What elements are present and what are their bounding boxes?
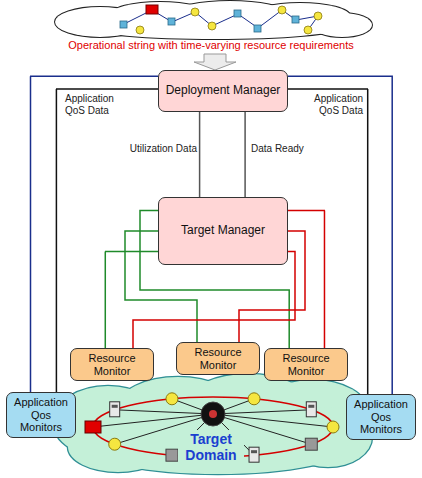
operational-string-links (152, 10, 318, 30)
host-square (85, 421, 101, 433)
component-circles (191, 8, 199, 16)
cloud-fill (53, 374, 372, 474)
monitor-box: Resource Monitor (264, 348, 348, 381)
connector (199, 112, 201, 197)
host-circle (248, 393, 260, 405)
cloud-outline (53, 374, 372, 474)
qos-monitor-box: Application Qos Monitors (346, 394, 416, 440)
host-square (166, 449, 178, 461)
box-label: Resource Monitor (269, 352, 343, 377)
cloud-lobe (68, 422, 168, 472)
server-icon (112, 405, 118, 408)
component-circles (136, 6, 322, 34)
domain-title: Target Domain (178, 430, 244, 464)
host-circle (327, 421, 339, 433)
cloud-fill (90, 17, 340, 39)
manager-box: Target Manager (158, 197, 288, 265)
cloud-fill (55, 1, 372, 39)
manager-box: Deployment Manager (158, 70, 288, 112)
server-icon (306, 402, 316, 417)
component-circles (304, 26, 312, 34)
connector (244, 112, 246, 197)
network-spoke (213, 410, 311, 414)
monitor-box: Resource Monitor (70, 348, 154, 381)
component-squares (254, 25, 261, 32)
top-cloud (55, 1, 372, 39)
connector (133, 251, 295, 348)
server-icon (308, 405, 314, 408)
cloud-lobe (68, 422, 168, 472)
network-hub (209, 410, 217, 418)
component-circles (136, 26, 144, 34)
connector-label: Application QoS Data (298, 93, 364, 116)
server-icon (110, 402, 120, 417)
component-circles (208, 22, 216, 30)
component-squares (292, 16, 299, 23)
network-spoke (115, 410, 213, 414)
component-squares (168, 18, 175, 25)
connector-label: Data Ready (250, 143, 332, 155)
down-arrow (194, 54, 236, 70)
start-component (146, 5, 158, 14)
component-squares (234, 10, 241, 17)
server-icon (251, 450, 257, 453)
box-label: Application Qos Monitors (351, 398, 411, 436)
box-label: Application Qos Monitors (11, 396, 71, 434)
server-icon (249, 447, 259, 462)
network-hub (201, 402, 225, 426)
qos-monitor-box: Application Qos Monitors (6, 392, 76, 438)
connector-label: Utilization Data (110, 143, 198, 155)
box-label: Resource Monitor (75, 352, 149, 377)
connector (30, 76, 158, 392)
connector-label: Application QoS Data (64, 93, 130, 116)
host-square (305, 438, 317, 450)
host-circle (166, 393, 178, 405)
connector (56, 89, 158, 392)
cloud-outline (90, 17, 340, 39)
monitor-box: Resource Monitor (176, 342, 260, 375)
component-circles (314, 12, 322, 20)
connector (288, 76, 392, 394)
box-label: Target Manager (181, 224, 265, 238)
box-label: Resource Monitor (181, 346, 255, 371)
component-squares (120, 21, 127, 28)
caption-note: Operational string with time-varying res… (0, 39, 422, 51)
host-circle (109, 438, 121, 450)
domain-cloud: Target Domain (48, 372, 374, 476)
box-label: Deployment Manager (166, 84, 281, 98)
cloud-outline (55, 1, 372, 39)
component-circles (278, 6, 286, 14)
